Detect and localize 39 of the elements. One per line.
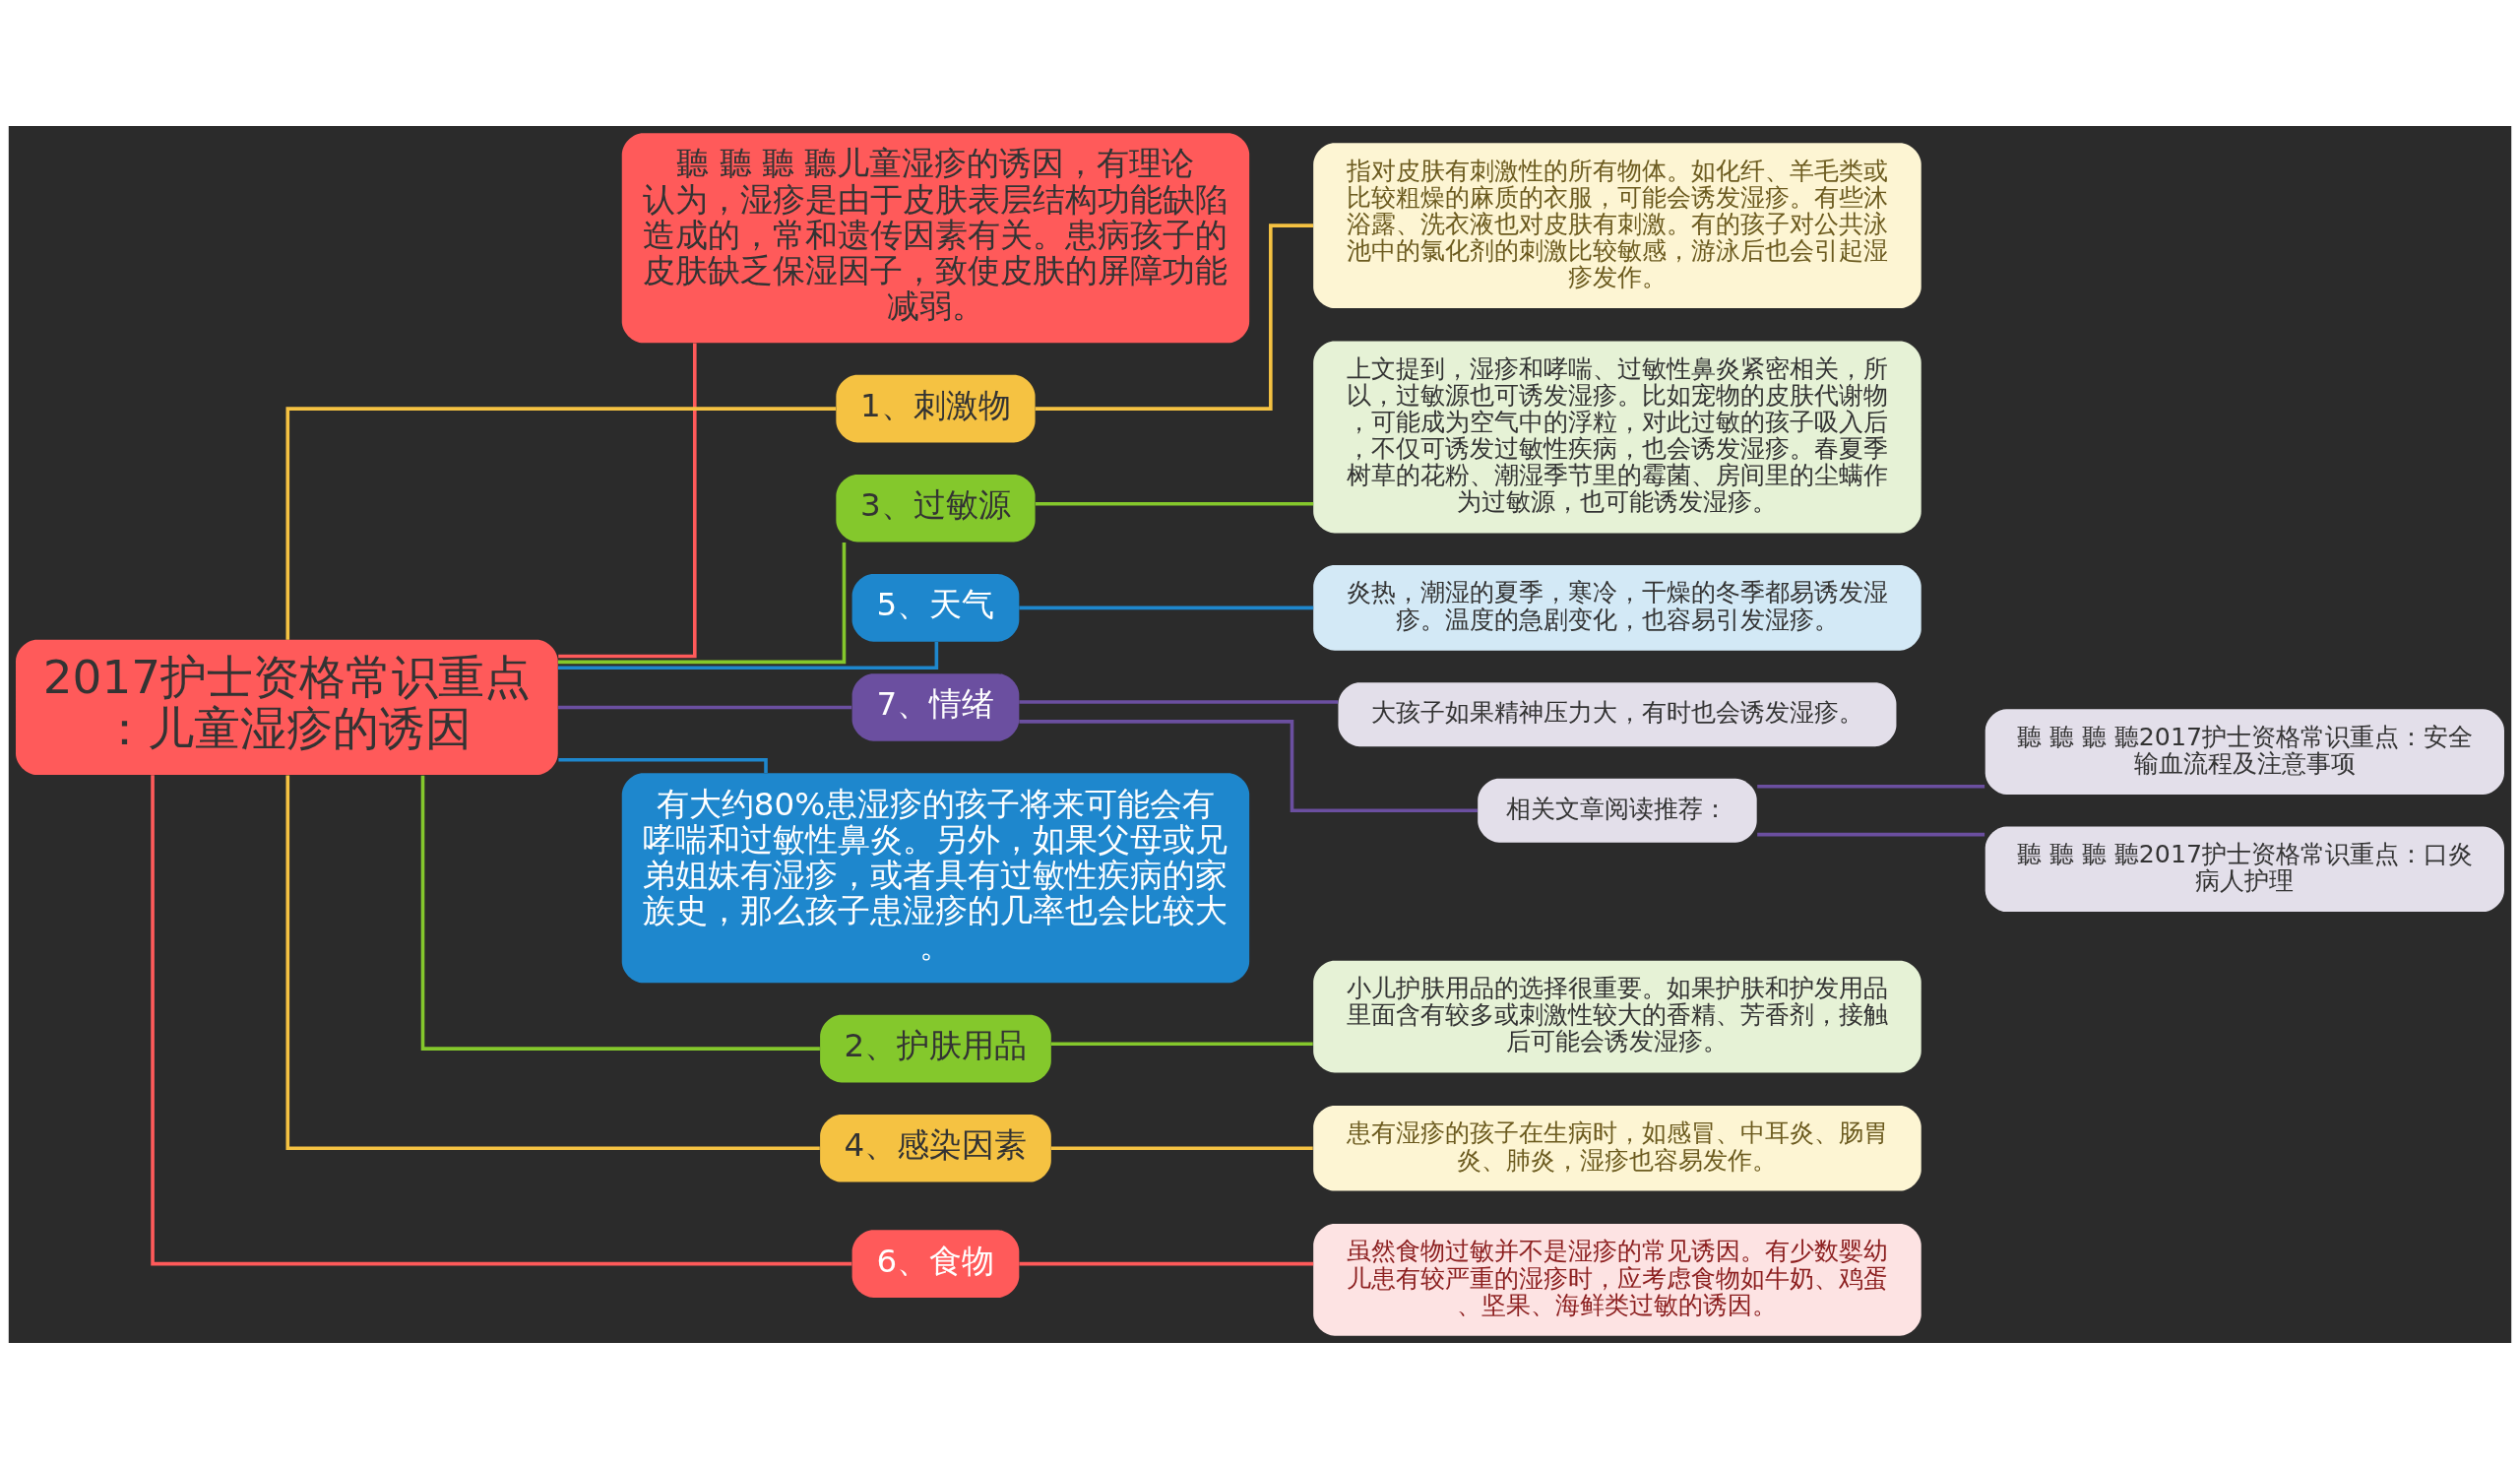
connector	[558, 757, 768, 773]
node-box: 2017护士资格常识重点：儿童湿疹的诱因	[16, 639, 558, 775]
node-box: 聽 聽 聽 聽2017护士资格常识重点：口炎病人护理	[1984, 825, 2504, 912]
connector	[285, 774, 820, 1150]
connector	[557, 641, 939, 670]
node-box: 3、过敏源	[836, 474, 1036, 543]
node-box: 2、护肤用品	[820, 1014, 1051, 1082]
connector	[1019, 719, 1478, 812]
node-box: 相关文章阅读推荐：	[1478, 778, 1757, 843]
node-box: 有大约80%患湿疹的孩子将来可能会有哮喘和过敏性鼻炎。另外，如果父母或兄弟姐妹有湿疹，或者具有过敏性疾病的家族史，那么孩子患湿疹的几率也会比较大。	[621, 772, 1250, 983]
connector	[1757, 784, 1985, 789]
node-box: 聽 聽 聽 聽儿童湿疹的诱因，有理论认为，湿疹是由于皮肤表层结构功能缺陷造成的，常和遗传因素有关。患病孩子的皮肤缺乏保湿因子，致使皮肤的屏障功能减弱。	[621, 132, 1250, 343]
connector	[1050, 1145, 1313, 1150]
connector	[557, 542, 847, 664]
node-box: 患有湿疹的孩子在生病时，如感冒、中耳炎、肠胃炎、肺炎，湿疹也容易发作。	[1313, 1105, 1922, 1191]
connector	[1050, 1041, 1313, 1046]
connector	[285, 406, 837, 640]
connector	[1019, 606, 1314, 609]
node-box: 4、感染因素	[820, 1114, 1051, 1182]
node-box: 6、食物	[851, 1229, 1020, 1298]
node-box: 上文提到，湿疹和哮喘、过敏性鼻炎紧密相关，所以，过敏源也可诱发湿疹。比如宠物的皮肤代谢物，可能成为空气中的浮粒，对此过敏的孩子吸入后，不仅可诱发过敏性疾病，也会诱发湿疹。春夏季树草的花粉、潮湿季节里的霉菌、房间里的尘螨作为过敏源，也可能诱发湿疹。	[1313, 341, 1922, 533]
node-box: 炎热，潮湿的夏季，寒冷，干燥的冬季都易诱发湿疹。温度的急剧变化，也容易引发湿疹。	[1313, 564, 1922, 651]
connector	[151, 774, 852, 1265]
connector	[1019, 699, 1339, 704]
connector	[1035, 501, 1314, 505]
node-box: 聽 聽 聽 聽2017护士资格常识重点：安全输血流程及注意事项	[1984, 708, 2504, 795]
connector	[558, 705, 852, 709]
node-box: 虽然食物过敏并不是湿疹的常见诱因。有少数婴幼儿患有较严重的湿疹时，应考虑食物如牛奶、鸡蛋、坚果、海鲜类过敏的诱因。	[1313, 1223, 1922, 1336]
connector	[1035, 223, 1313, 411]
connector	[1019, 1261, 1314, 1265]
node-box: 大孩子如果精神压力大，有时也会诱发湿疹。	[1338, 681, 1897, 746]
connector	[1757, 832, 1985, 836]
connector	[420, 775, 820, 1051]
node-box: 指对皮肤有刺激性的所有物体。如化纤、羊毛类或比较粗燥的麻质的衣服，可能会诱发湿疹。有些沐浴露、洗衣液也对皮肤有刺激。有的孩子对公共泳池中的氯化剂的刺激比较敏感，游泳后也会引起湿疹发作。	[1313, 142, 1922, 308]
node-box: 7、情绪	[851, 672, 1020, 741]
node-box: 5、天气	[851, 573, 1020, 642]
node-box: 小儿护肤用品的选择很重要。如果护肤和护发用品里面含有较多或刺激性较大的香精、芳香剂，接触后可能会诱发湿疹。	[1313, 960, 1922, 1073]
node-box: 1、刺激物	[836, 374, 1036, 442]
connector	[558, 342, 697, 658]
